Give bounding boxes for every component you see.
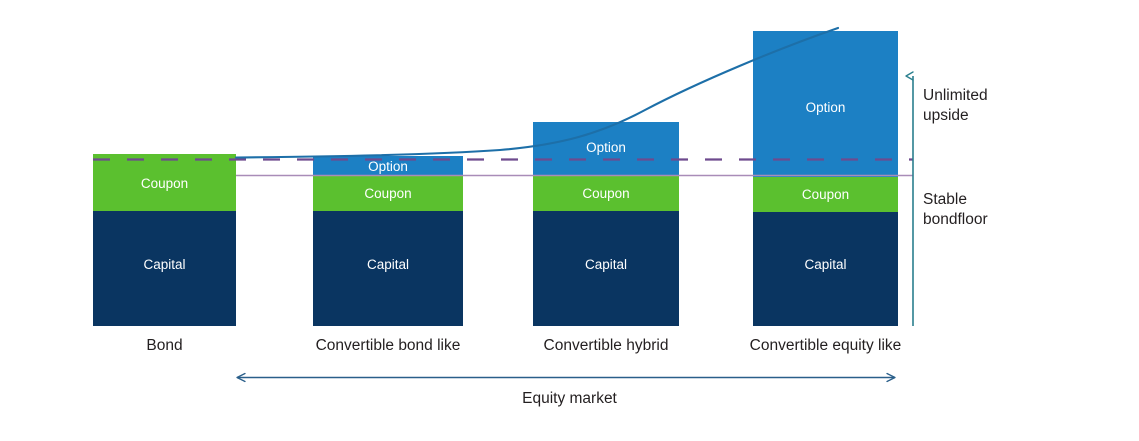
bar-segment-coupon-2[interactable]	[313, 176, 463, 211]
unlimited-upside-line2: upside	[923, 107, 969, 124]
stable-bondfloor-line1: Stable	[923, 191, 967, 208]
bar-group-convertible-bond-like[interactable]	[313, 156, 463, 326]
category-label-convertible-bond-like: Convertible bond like	[315, 337, 461, 354]
bar-segment-coupon-3[interactable]	[533, 176, 679, 211]
category-label-convertible-equity-like: Convertible equity like	[749, 337, 902, 354]
bar-segment-capital-3[interactable]	[533, 211, 679, 326]
bar-group-convertible-hybrid[interactable]	[533, 122, 679, 326]
unlimited-upside-line1: Unlimited	[923, 87, 988, 104]
category-label-convertible-hybrid: Convertible hybrid	[543, 337, 669, 354]
bar-segment-coupon-4[interactable]	[753, 177, 898, 212]
bar-segment-capital-4[interactable]	[753, 212, 898, 326]
bar-group-bond[interactable]	[93, 154, 236, 326]
equity-value-curve	[234, 26, 840, 159]
stable-bondfloor-label: Stable bondfloor	[923, 190, 988, 230]
bar-segment-option-3[interactable]	[533, 122, 679, 176]
bar-segment-capital-2[interactable]	[313, 211, 463, 326]
bar-segment-option-2[interactable]	[313, 156, 463, 176]
bar-group-convertible-equity-like[interactable]	[753, 31, 898, 326]
equity-market-caption: Equity market	[522, 390, 617, 407]
stable-bondfloor-line2: bondfloor	[923, 211, 988, 228]
bar-segment-option-4[interactable]	[753, 31, 898, 177]
bar-segment-capital-1[interactable]	[93, 211, 236, 326]
bar-segment-coupon-1[interactable]	[93, 154, 236, 211]
unlimited-upside-label: Unlimited upside	[923, 86, 988, 126]
category-label-bond: Bond	[146, 337, 183, 354]
